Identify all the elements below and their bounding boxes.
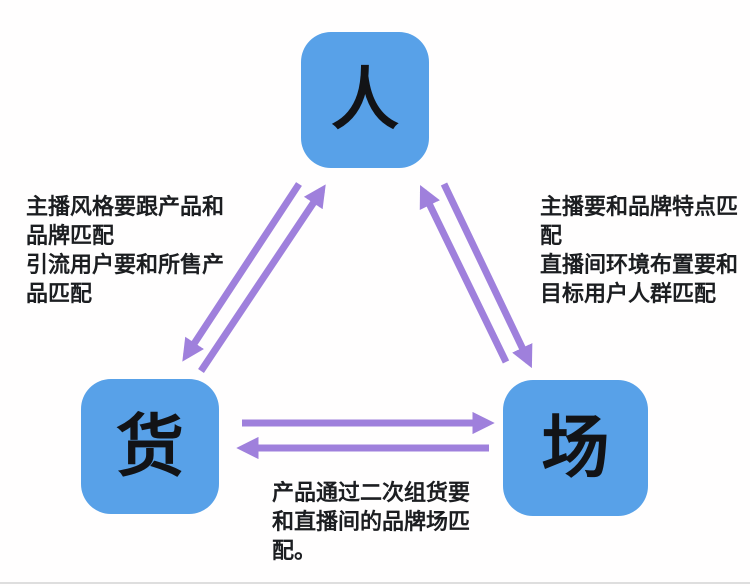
annotation-person-goods: 主播风格要跟产品和品牌匹配 引流用户要和所售产品匹配 [26, 192, 236, 308]
node-goods-label: 货 [115, 408, 184, 485]
annotation-line: 产品通过二次组货要和直播间的品牌场匹配。 [272, 480, 471, 563]
annotation-person-venue: 主播要和品牌特点匹配 直播间环境布置要和目标用户人群匹配 [540, 192, 750, 308]
arrow-person-to-goods [182, 182, 302, 362]
node-venue: 场 [503, 380, 648, 516]
bottom-edge-divider [0, 582, 750, 584]
annotation-line: 主播风格要跟产品和品牌匹配 [26, 194, 225, 248]
node-person: 人 [301, 32, 429, 168]
annotation-line: 直播间环境布置要和目标用户人群匹配 [540, 252, 739, 306]
node-person-label: 人 [330, 62, 399, 138]
arrow-person-to-venue [440, 182, 533, 369]
annotation-line: 引流用户要和所售产品匹配 [26, 252, 225, 306]
annotation-line: 主播要和品牌特点匹配 [540, 194, 739, 248]
arrow-goods-to-person [198, 184, 326, 373]
arrow-venue-to-person [419, 184, 510, 364]
node-goods: 货 [81, 379, 219, 514]
annotation-goods-venue: 产品通过二次组货要和直播间的品牌场匹配。 [272, 478, 482, 565]
node-venue-label: 场 [541, 410, 610, 486]
